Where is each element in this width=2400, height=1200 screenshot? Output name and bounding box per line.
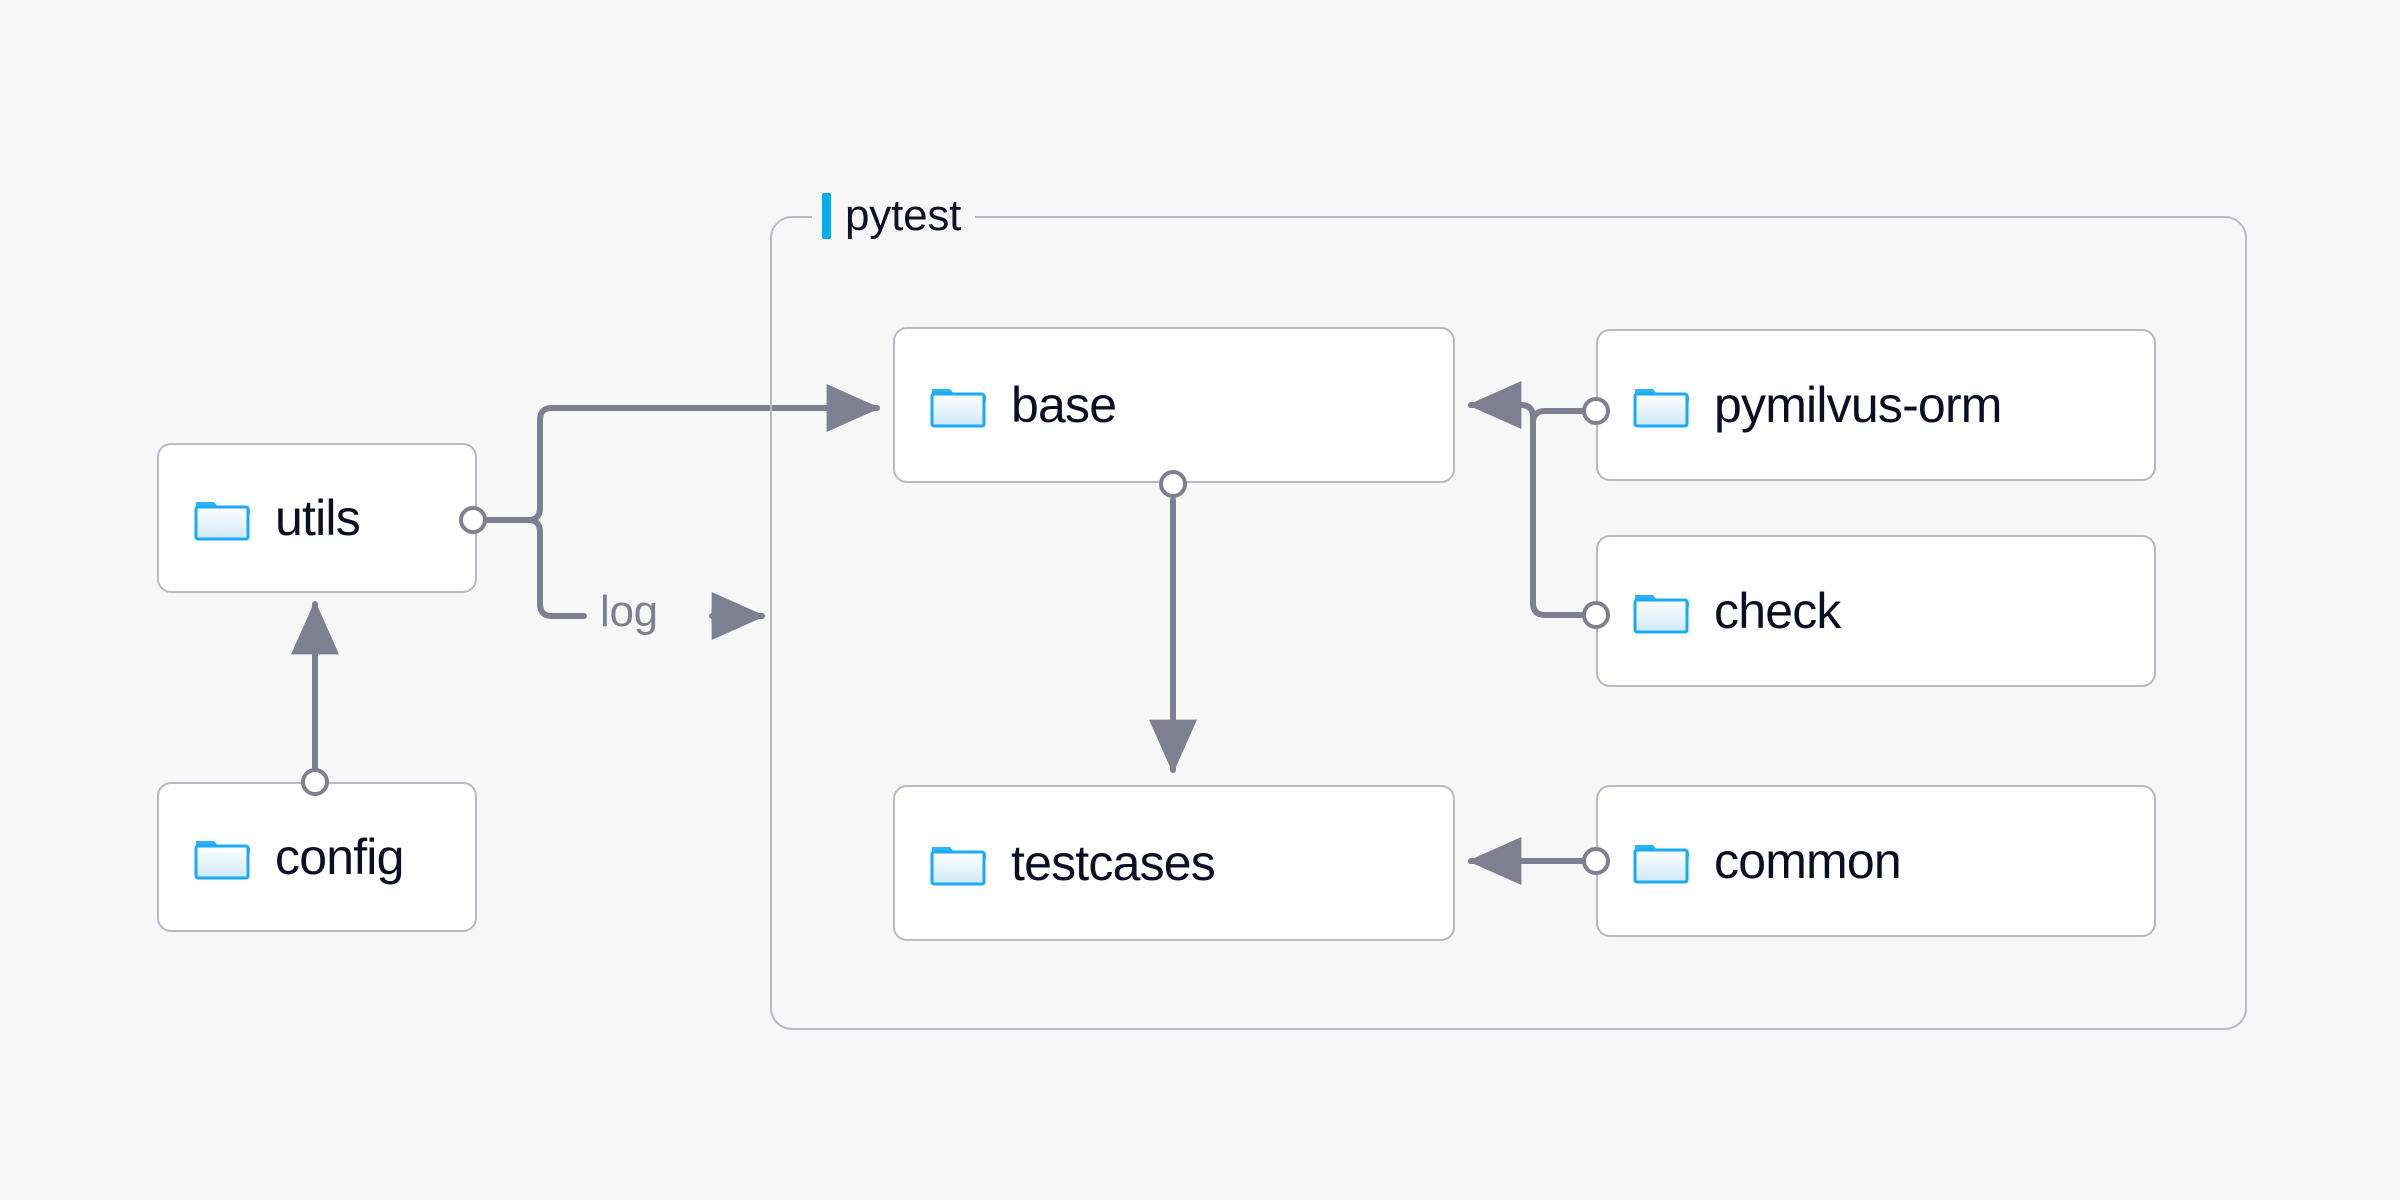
group-accent-bar <box>822 193 831 239</box>
port-config-top[interactable] <box>301 768 329 796</box>
group-title-text: pytest <box>845 191 962 240</box>
port-check-left[interactable] <box>1582 601 1610 629</box>
group-pytest-label: pytest <box>812 188 976 244</box>
folder-icon <box>1632 837 1690 885</box>
node-common-label: common <box>1714 833 1902 889</box>
port-common-left[interactable] <box>1582 847 1610 875</box>
node-base-label: base <box>1011 377 1117 433</box>
edge-utils-to-pytest-log-stub <box>525 517 587 619</box>
port-pymilvus-orm-left[interactable] <box>1582 397 1610 425</box>
folder-icon <box>193 494 251 542</box>
node-testcases[interactable]: testcases <box>893 785 1455 941</box>
folder-icon <box>1632 587 1690 635</box>
folder-icon <box>929 381 987 429</box>
port-utils-right[interactable] <box>459 506 487 534</box>
node-pymilvus-orm[interactable]: pymilvus-orm <box>1596 329 2156 481</box>
node-check-label: check <box>1714 583 1841 639</box>
node-check[interactable]: check <box>1596 535 2156 687</box>
node-utils-label: utils <box>275 490 361 546</box>
node-base[interactable]: base <box>893 327 1455 483</box>
port-base-bottom[interactable] <box>1159 470 1187 498</box>
node-utils[interactable]: utils <box>157 443 477 593</box>
node-pymilvus-orm-label: pymilvus-orm <box>1714 377 2002 433</box>
folder-icon <box>929 839 987 887</box>
folder-icon <box>1632 381 1690 429</box>
folder-icon <box>193 833 251 881</box>
edge-label-log: log <box>600 587 658 636</box>
edge-check-to-base <box>1467 381 1585 618</box>
node-config-label: config <box>275 829 404 885</box>
node-testcases-label: testcases <box>1011 835 1216 891</box>
node-common[interactable]: common <box>1596 785 2156 937</box>
node-config[interactable]: config <box>157 782 477 932</box>
group-pytest[interactable] <box>770 216 2247 1030</box>
